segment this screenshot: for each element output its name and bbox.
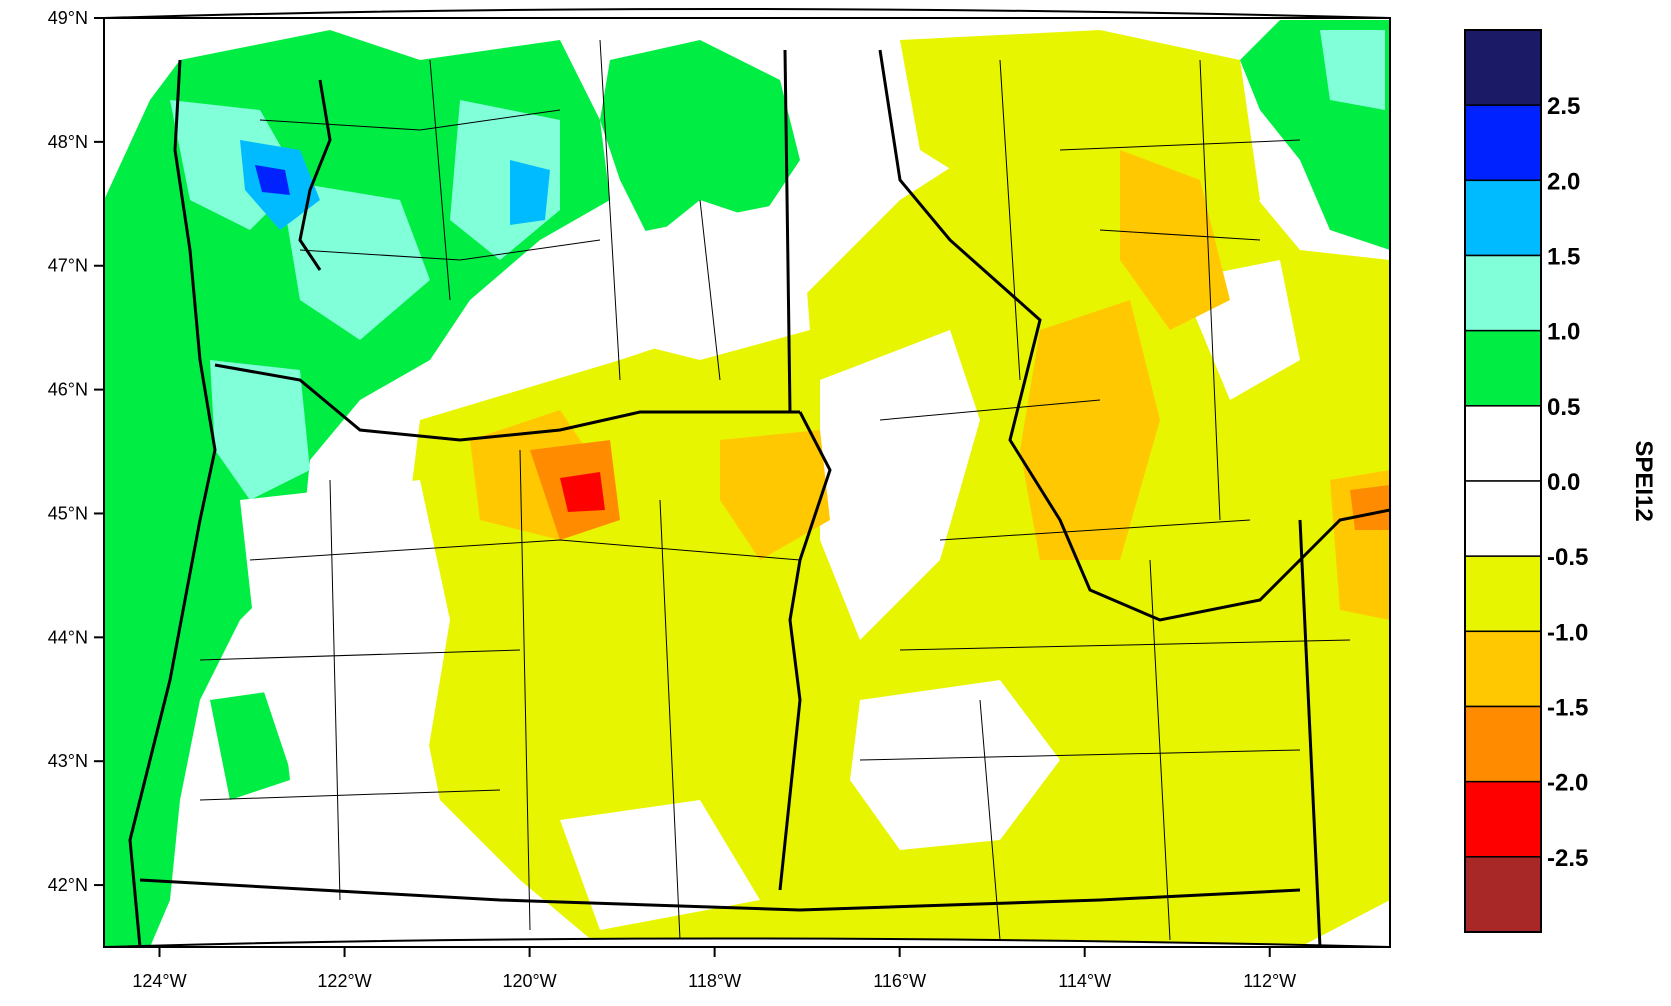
very-wet-region-cascades (510, 160, 550, 225)
wet-region-sw-oregon (210, 690, 290, 800)
colorbar-label: 2.0 (1547, 168, 1580, 195)
colorbar-border (1464, 29, 1542, 933)
lon-tick-label: 124°W (132, 971, 186, 991)
neutral-region-wa-east (600, 200, 810, 360)
lon-tick-label: 122°W (317, 971, 371, 991)
or-id-border (778, 411, 832, 891)
lat-tick-label: 48°N (48, 132, 88, 152)
colorbar-label: 1.5 (1547, 244, 1580, 271)
lat-tick-label: 49°N (48, 8, 88, 28)
colorbar: 2.5 2.0 1.5 1.0 0.5 0.0 -0.5 -1.0 -1.5 -2.0 -2.5 SP… (1464, 29, 1657, 933)
colorbar-label: 1.0 (1547, 319, 1580, 346)
lat-tick-label: 42°N (48, 875, 88, 895)
colorbar-bin (1464, 329, 1542, 407)
severe-dry-region-bitterroot (1120, 150, 1230, 330)
south-border (139, 878, 1301, 912)
colorbar-bin (1464, 254, 1542, 332)
colorbar-bin (1464, 480, 1542, 557)
neutral-region-idaho-central (820, 330, 980, 640)
spei-field (104, 20, 1390, 947)
county-lines (199, 39, 1351, 941)
lat-tick-label: 43°N (48, 751, 88, 771)
moist-region-montana-ne (1320, 30, 1385, 110)
latitude-axis: 49°N 48°N 47°N 46°N 45°N 44°N 43°N 42°N (48, 8, 104, 895)
severe-dry-region-idaho (1020, 300, 1160, 560)
colorbar-bin (1464, 104, 1542, 182)
colorbar-label: 0.5 (1547, 394, 1580, 421)
colorbar-label: 2.5 (1547, 93, 1580, 120)
colorbar-bin (1464, 555, 1542, 633)
colorbar-bin (1464, 705, 1542, 783)
coastline (128, 59, 217, 947)
lon-tick-label: 116°W (873, 971, 926, 991)
colorbar-bin (1464, 630, 1542, 708)
lat-tick-label: 44°N (48, 627, 88, 647)
colorbar-bin (1464, 856, 1542, 933)
colorbar-bin (1464, 405, 1542, 482)
wa-id-border (783, 49, 792, 413)
moist-region-columbia-mouth (210, 360, 310, 500)
colorbar-label: -2.5 (1547, 845, 1588, 872)
very-dry-region-wyoming (1350, 485, 1390, 530)
neutral-region-oregon-west (240, 480, 450, 900)
colorbar-bin (1464, 29, 1542, 106)
wet-region-north-cascades (600, 40, 800, 240)
colorbar-label: -0.5 (1547, 544, 1588, 571)
colorbar-label: -1.0 (1547, 619, 1588, 646)
colorbar-title: SPEI12 (1630, 440, 1657, 521)
moist-region-puget (280, 180, 430, 340)
extreme-dry-region-oregon (560, 472, 605, 512)
puget-sound (298, 79, 332, 271)
colorbar-label: 0.0 (1547, 469, 1580, 496)
colorbar-label: -1.5 (1547, 695, 1588, 722)
extreme-wet-region-olympic (255, 165, 290, 195)
plot-border (103, 17, 1391, 948)
wa-or-border (214, 363, 800, 442)
lon-tick-label: 112°W (1243, 971, 1296, 991)
lat-tick-label: 46°N (48, 380, 88, 400)
id-mt-border (878, 49, 1390, 622)
lon-tick-label: 114°W (1058, 971, 1111, 991)
severe-dry-region-oregon-e (720, 430, 830, 560)
colorbar-bin (1464, 780, 1542, 858)
neutral-region-idaho-south (850, 680, 1060, 850)
longitude-axis: 124°W 122°W 120°W 118°W 116°W 114°W 112°W (132, 947, 1296, 991)
lon-tick-label: 120°W (502, 971, 556, 991)
neutral-region-oregon-south (560, 800, 760, 930)
colorbar-bin (1464, 179, 1542, 257)
colorbar-label: -2.0 (1547, 770, 1588, 797)
wet-region-west-coast (104, 30, 610, 947)
lon-tick-label: 118°W (688, 971, 741, 991)
map-plot-area (103, 8, 1391, 949)
mt-wy-border (1298, 519, 1322, 947)
state-lines (128, 49, 1390, 947)
boundaries (128, 39, 1390, 947)
lat-tick-label: 45°N (48, 503, 88, 523)
lat-tick-label: 47°N (48, 256, 88, 276)
